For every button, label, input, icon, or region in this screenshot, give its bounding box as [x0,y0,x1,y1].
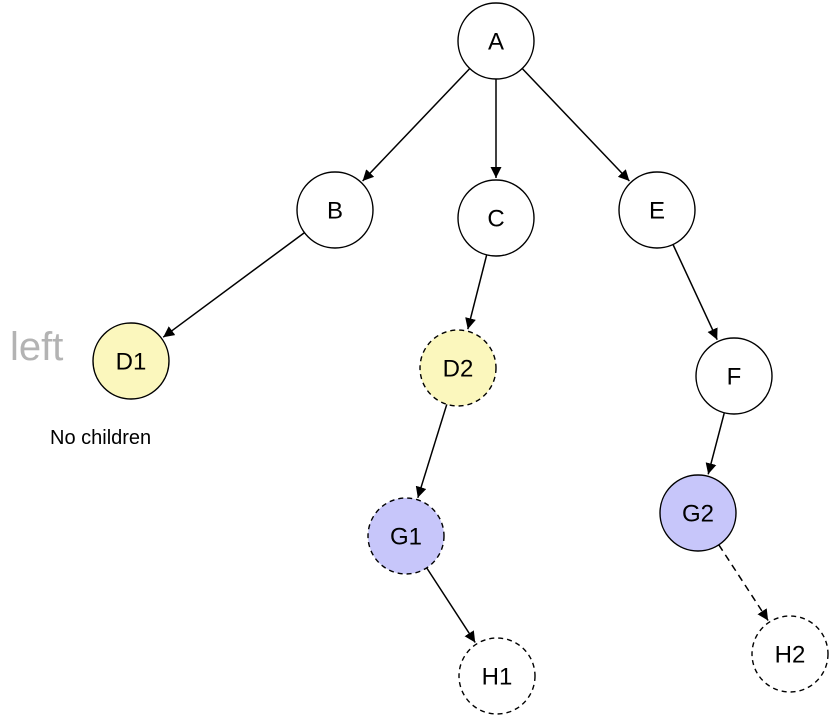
node-c-circle [457,179,535,257]
node-e-circle [618,171,696,249]
node-g2-label: G2 [682,501,714,528]
edge-d2-g1 [415,404,448,499]
node-d1: D1 [92,322,170,400]
node-e-label: E [649,198,665,225]
node-d2: D2 [419,329,497,407]
edge-e-f [672,244,718,341]
node-h2: H2 [751,615,829,693]
node-c-label: C [487,206,504,233]
node-d2-circle [419,329,497,407]
node-g1-circle [367,497,445,575]
edge-f-g2 [705,412,726,475]
node-d2-label: D2 [443,356,474,383]
edge-b-d1 [162,231,305,338]
node-g2-circle [659,474,737,552]
node-f-circle [695,337,773,415]
edge-g2-h2 [718,544,769,621]
node-a-label: A [488,29,504,56]
node-b: B [296,171,374,249]
node-d1-circle [92,322,170,400]
edge-a-b [362,67,471,182]
no-children-note: No children [50,427,151,449]
node-b-label: B [327,198,343,225]
node-f-label: F [727,364,742,391]
node-g1: G1 [367,497,445,575]
node-h1-label: H1 [482,664,513,691]
node-f: F [695,337,773,415]
side-label: left [10,325,63,369]
node-g1-label: G1 [390,524,422,551]
node-h2-label: H2 [775,642,806,669]
node-a-circle [457,2,535,80]
node-h1-circle [458,637,536,715]
edge-c-d2 [465,254,488,330]
node-d1-label: D1 [116,349,147,376]
node-a: A [457,2,535,80]
node-h2-circle [751,615,829,693]
node-c: C [457,179,535,257]
node-h1: H1 [458,637,536,715]
node-b-circle [296,171,374,249]
edge-a-e [521,67,630,182]
node-g2: G2 [659,474,737,552]
edges-layer [162,67,769,643]
node-e: E [618,171,696,249]
edge-g1-h1 [426,567,476,643]
